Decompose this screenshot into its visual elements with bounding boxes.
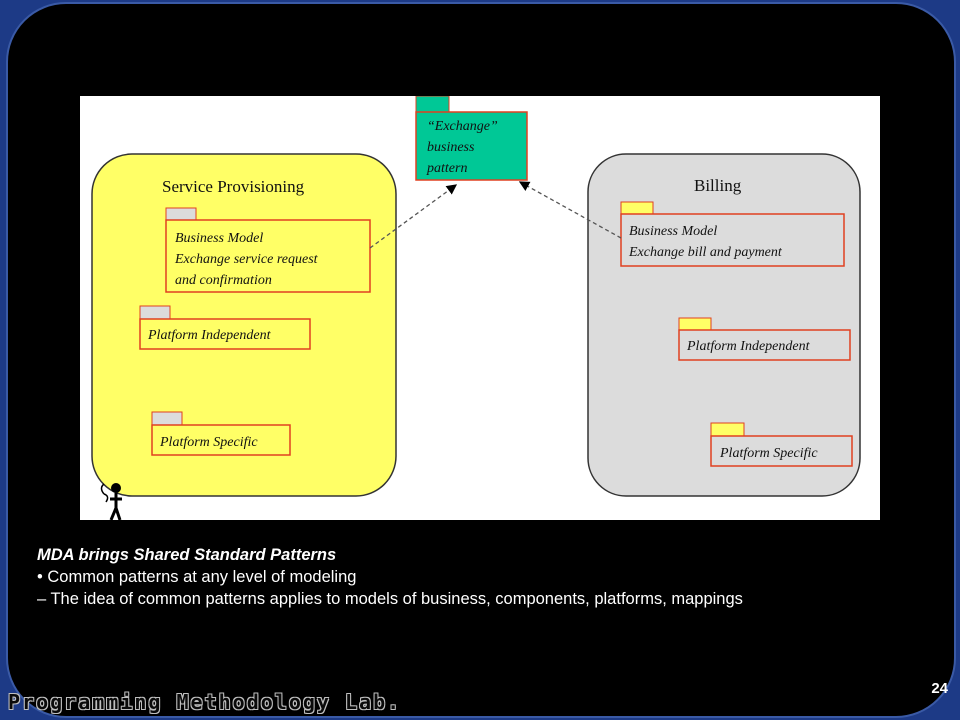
right-dependency-arrow bbox=[518, 181, 622, 239]
left-business-model-text: Business Model Exchange service request … bbox=[174, 231, 321, 288]
page-number: 24 bbox=[931, 680, 948, 697]
left-platform-specific-label: Platform Specific bbox=[159, 435, 258, 450]
left-platform-independent-box bbox=[139, 318, 311, 350]
left-platform-independent-label: Platform Independent bbox=[147, 328, 272, 343]
diagram-canvas: Service Provisioning Business Model Exch… bbox=[80, 96, 880, 520]
caption-bullet: • Common patterns at any level of modeli… bbox=[37, 568, 357, 586]
right-platform-specific-box bbox=[710, 435, 853, 467]
stick-figure-icon bbox=[100, 483, 122, 520]
exchange-pattern-tab bbox=[415, 96, 450, 113]
exchange-pattern-box bbox=[415, 111, 528, 181]
left-business-model-box bbox=[165, 219, 371, 293]
right-business-model-box bbox=[620, 213, 845, 267]
right-platform-independent-box bbox=[678, 329, 851, 361]
caption-dash: – The idea of common patterns applies to… bbox=[37, 590, 743, 608]
right-business-model-text: Business Model Exchange bill and payment bbox=[628, 224, 783, 260]
mda-diagram: Service Provisioning Business Model Exch… bbox=[91, 96, 861, 520]
left-platform-specific-box bbox=[151, 424, 291, 456]
right-business-model-tab bbox=[620, 201, 654, 215]
lab-footer: Programming Methodology Lab. bbox=[8, 690, 402, 714]
caption-title: MDA brings Shared Standard Patterns bbox=[37, 546, 337, 564]
right-platform-specific-label: Platform Specific bbox=[719, 446, 818, 461]
slide-caption: MDA brings Shared Standard Patterns • Co… bbox=[37, 544, 743, 610]
left-business-model-tab bbox=[165, 207, 197, 221]
left-dependency-arrow bbox=[369, 184, 458, 249]
left-platform-independent-tab bbox=[139, 305, 171, 320]
right-platform-independent-label: Platform Independent bbox=[686, 339, 811, 354]
billing-title: Billing bbox=[694, 176, 742, 195]
exchange-pattern-text: “Exchange” business pattern bbox=[426, 119, 501, 176]
right-platform-independent-tab bbox=[678, 317, 712, 331]
service-provisioning-title: Service Provisioning bbox=[162, 177, 305, 196]
left-platform-specific-tab bbox=[151, 411, 183, 426]
right-platform-specific-tab bbox=[710, 422, 745, 437]
